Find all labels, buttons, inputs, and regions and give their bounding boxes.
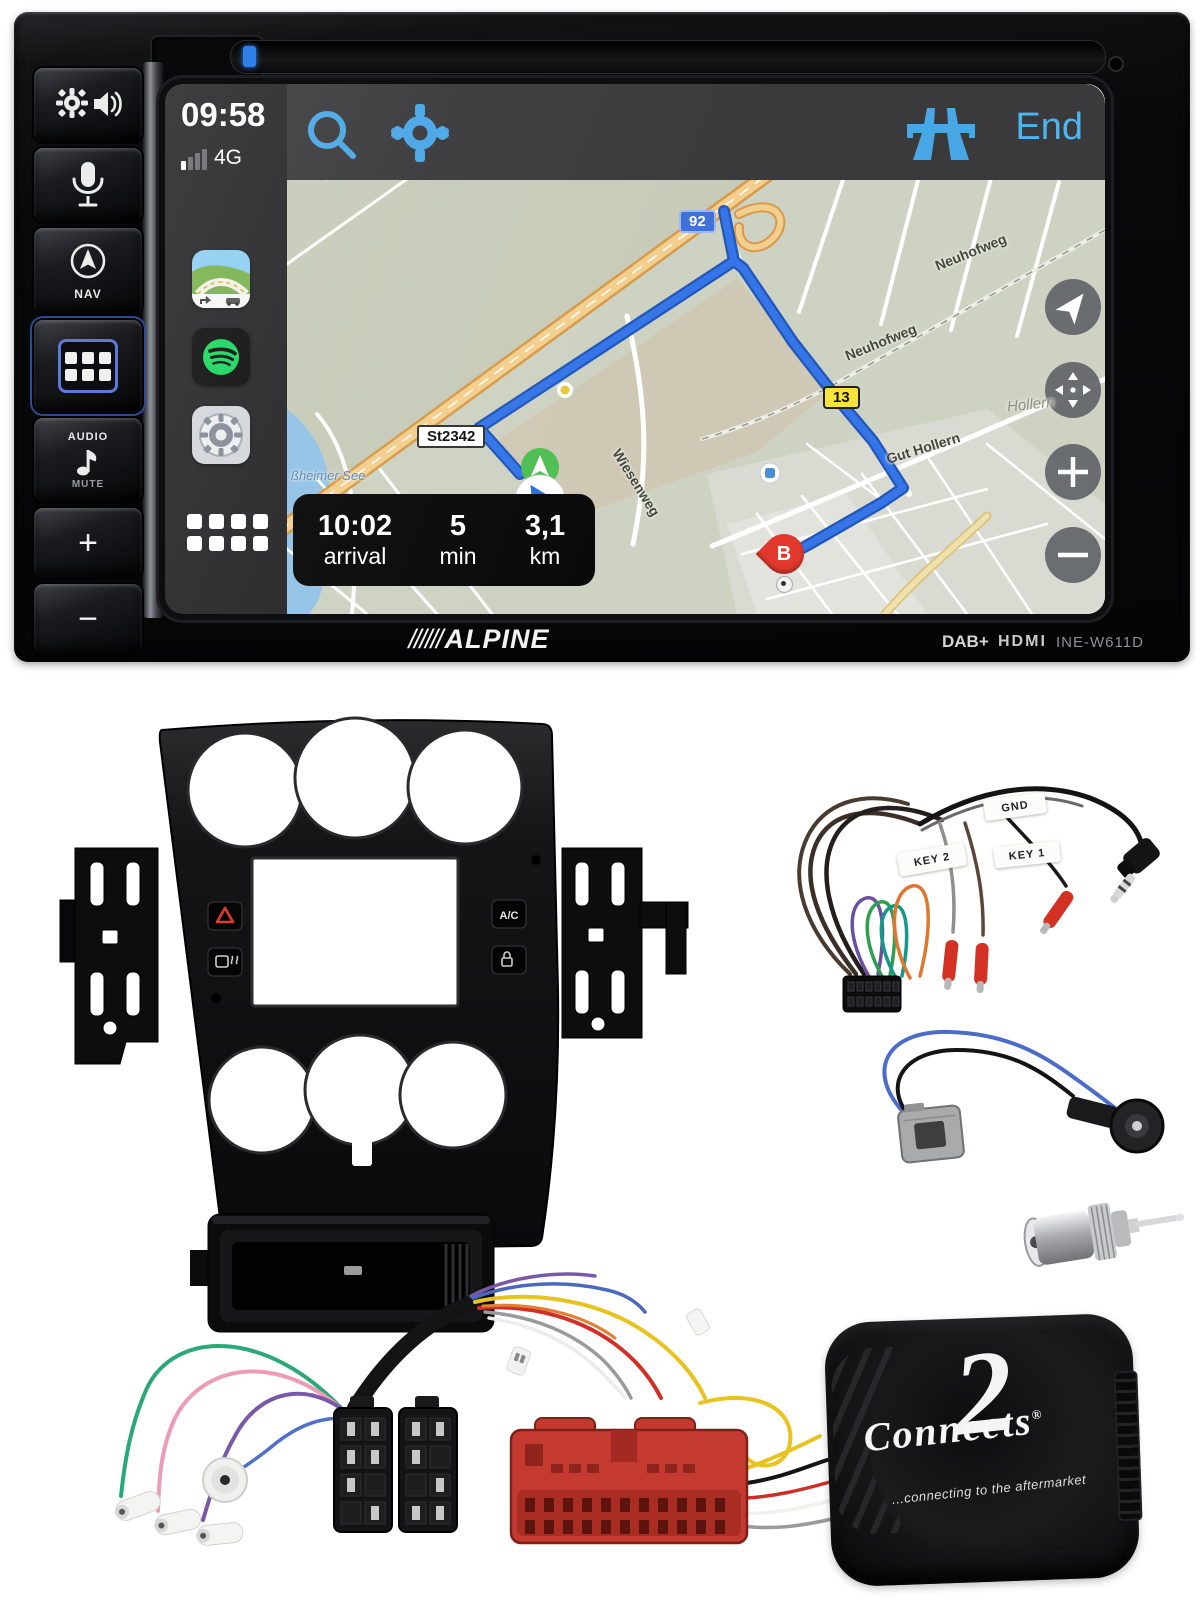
antenna-adapter-lead bbox=[882, 1029, 1165, 1164]
nav-button-label: NAV bbox=[74, 287, 102, 301]
clock: 09:58 bbox=[181, 96, 266, 133]
apps-grid-icon bbox=[58, 339, 118, 393]
transit-stop-icon bbox=[759, 462, 781, 484]
audio-button[interactable]: AUDIO MUTE bbox=[34, 418, 142, 502]
aux-jack-plug bbox=[1110, 838, 1160, 903]
disc-indicator-led bbox=[243, 46, 256, 67]
nav-button[interactable]: NAV bbox=[34, 228, 142, 314]
spotify-app-icon[interactable] bbox=[192, 328, 250, 386]
end-route-button[interactable]: End bbox=[1015, 106, 1083, 148]
hazard-switch bbox=[207, 901, 243, 931]
search-icon[interactable] bbox=[303, 108, 361, 162]
road-number-badge: St2342 bbox=[417, 425, 486, 448]
disc-slot[interactable] bbox=[230, 40, 1106, 74]
app-pages-dots[interactable] bbox=[187, 514, 268, 551]
reset-pinhole bbox=[1108, 56, 1124, 72]
volume-down-button[interactable]: − bbox=[34, 584, 142, 654]
distance-label: km bbox=[529, 543, 561, 570]
swc-patch-lead bbox=[797, 786, 1160, 1013]
water-label: ßheimer See bbox=[291, 468, 366, 483]
pan-button[interactable] bbox=[1045, 362, 1101, 418]
duration-value: 5 bbox=[449, 510, 467, 543]
motorway-icon bbox=[907, 108, 975, 160]
mute-label: MUTE bbox=[71, 478, 105, 490]
arrival-time: 10:02 bbox=[317, 510, 393, 543]
microphone-icon bbox=[72, 162, 104, 207]
audio-button-label: AUDIO bbox=[67, 430, 109, 443]
defrost-switch bbox=[207, 947, 243, 977]
facia-notch bbox=[352, 1138, 372, 1166]
radio-opening bbox=[250, 856, 460, 1008]
signal-bars-icon bbox=[181, 148, 207, 170]
voice-button[interactable] bbox=[34, 148, 142, 222]
alpine-logo: //////ALPINE bbox=[408, 624, 550, 654]
swc-interface-box: 2 Connects® ...connecting to the afterma… bbox=[823, 1312, 1143, 1588]
iso-antenna-plug bbox=[1066, 1096, 1165, 1154]
volume-up-button[interactable]: + bbox=[34, 508, 142, 578]
box-connector-socket bbox=[1113, 1370, 1143, 1522]
display-volume-button[interactable] bbox=[34, 68, 142, 142]
mount-bracket-left bbox=[59, 847, 159, 1065]
mount-bracket-right bbox=[561, 847, 689, 1039]
ac-switch: A/C bbox=[491, 899, 527, 929]
iso-din-adapter bbox=[1023, 1202, 1185, 1267]
touchscreen[interactable]: 09:58 4G bbox=[165, 84, 1105, 614]
zoom-out-button[interactable] bbox=[1045, 527, 1101, 583]
din-pocket bbox=[190, 1213, 495, 1333]
nav-arrow-icon bbox=[70, 243, 106, 279]
carplay-sidebar: 09:58 4G bbox=[165, 84, 287, 614]
road-shield: 13 bbox=[823, 386, 860, 409]
network-label: 4G bbox=[214, 146, 243, 169]
zoom-in-button[interactable] bbox=[1045, 444, 1101, 500]
destination-marker: B bbox=[755, 525, 813, 583]
chrome-trim bbox=[142, 62, 164, 618]
vehicle-wiring-harness bbox=[115, 1272, 865, 1546]
bullet-terminals bbox=[942, 890, 1074, 993]
arrival-label: arrival bbox=[323, 543, 387, 570]
gt13-connector bbox=[897, 1102, 965, 1164]
navigation-map[interactable]: End 92 13 St2342 Neuhofweg Neuhofweg Wie… bbox=[287, 84, 1105, 614]
music-note-icon bbox=[77, 449, 97, 475]
head-unit: NAV AUDIO MUTE + − bbox=[14, 12, 1190, 662]
home-apps-button[interactable] bbox=[34, 320, 142, 412]
svg-text:A/C: A/C bbox=[500, 910, 519, 922]
navigation-app-icon[interactable] bbox=[192, 250, 250, 308]
gear-speaker-icon bbox=[56, 88, 122, 118]
model-number: INE-W611D bbox=[1056, 634, 1144, 651]
eta-panel: 10:02 arrival 5 min 3,1 km bbox=[293, 494, 595, 586]
duration-label: min bbox=[439, 543, 477, 570]
iso-connector-blocks bbox=[333, 1396, 458, 1533]
motorway-shield: 92 bbox=[679, 210, 716, 233]
mazda-connector bbox=[509, 1417, 749, 1545]
destination-base bbox=[776, 576, 793, 593]
lock-switch bbox=[491, 945, 527, 975]
gear-icon[interactable] bbox=[389, 102, 451, 164]
dash-kit-facia: A/C bbox=[59, 716, 689, 1333]
distance-value: 3,1 bbox=[524, 510, 566, 543]
locate-button[interactable] bbox=[1045, 279, 1101, 335]
swc-12pin-connector bbox=[842, 975, 902, 1013]
settings-app-icon[interactable] bbox=[192, 406, 250, 464]
hard-key-column: NAV AUDIO MUTE + − bbox=[34, 68, 142, 654]
white-bullet-terminals bbox=[115, 1457, 248, 1546]
hdmi-badge: HDMI bbox=[998, 633, 1047, 650]
dab-badge: DAB+ bbox=[942, 632, 989, 651]
